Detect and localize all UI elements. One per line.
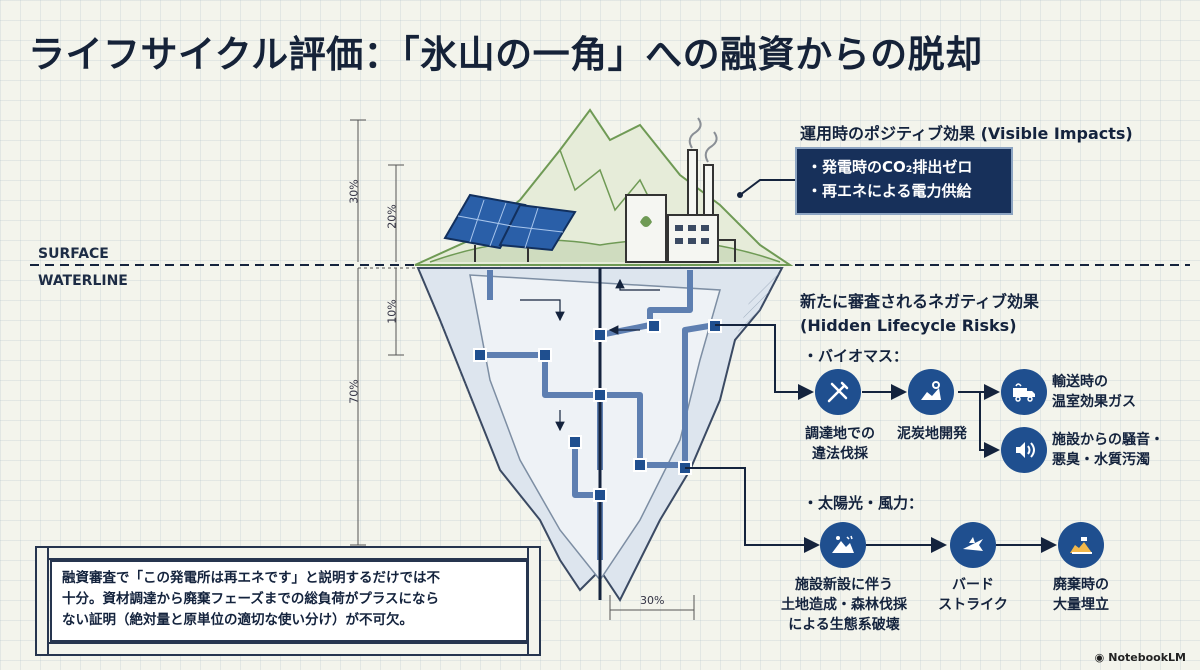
biomass-label: ・バイオマス： <box>803 347 909 365</box>
visible-impacts-box: ・発電時のCO₂排出ゼロ ・再エネによる電力供給 <box>795 147 1013 215</box>
brand-logo: ◉ NotebookLM <box>1094 651 1186 664</box>
dimension-lines <box>350 119 695 620</box>
surface-label: SURFACE <box>38 246 109 262</box>
visible-impacts-heading: 運用時のポジティブ効果 (Visible Impacts) <box>800 124 1133 143</box>
pct-label: 70% <box>347 379 361 404</box>
node-caption: 調達地での 違法伐採 <box>805 426 875 462</box>
landslide-icon <box>820 522 866 568</box>
pct-label: 30% <box>640 594 665 607</box>
node-caption: 輸送時の 温室効果ガス <box>1052 374 1136 410</box>
saw-tree-icon <box>815 369 861 415</box>
power-plant-icon <box>625 117 736 263</box>
node-caption: 施設新設に伴う 土地造成・森林伐採 による生態系破壊 <box>781 577 907 633</box>
notebooklm-icon: ◉ <box>1094 651 1105 664</box>
visible-item: ・発電時のCO₂排出ゼロ <box>807 158 973 176</box>
solar-wind-label: ・太陽光・風力： <box>803 494 924 512</box>
pct-label: 10% <box>385 299 399 324</box>
pct-label: 20% <box>385 204 399 229</box>
node-caption: バード ストライク <box>938 577 1008 613</box>
peat-map-icon <box>908 369 954 415</box>
note-line: 十分。資材調達から廃棄フェーズまでの総負荷がプラスになら <box>62 591 440 607</box>
landfill-icon <box>1058 522 1104 568</box>
note-line: ない証明（絶対量と原単位の適切な使い分け）が不可欠。 <box>62 612 413 628</box>
bird-strike-icon <box>950 522 996 568</box>
hidden-risks-heading: 新たに審査されるネガティブ効果 (Hidden Lifecycle Risks) <box>800 292 1040 335</box>
truck-icon <box>1001 369 1047 415</box>
pct-label: 30% <box>347 179 361 204</box>
page-title: ライフサイクル評価：「氷山の一角」への融資からの脱却 <box>28 33 983 76</box>
pipe-network <box>480 268 716 600</box>
speaker-icon <box>1001 427 1047 473</box>
note-line: 融資審査で「この発電所は再エネです」と説明するだけでは不 <box>62 570 440 586</box>
node-caption: 泥炭地開発 <box>897 426 967 442</box>
note-box: 融資審査で「この発電所は再エネです」と説明するだけでは不 十分。資材調達から廃棄… <box>50 560 528 642</box>
visible-item: ・再エネによる電力供給 <box>807 182 972 200</box>
node-caption: 施設からの騒音・ 悪臭・水質汚濁 <box>1052 432 1164 468</box>
node-caption: 廃棄時の 大量埋立 <box>1053 577 1109 613</box>
waterline-label: WATERLINE <box>38 273 128 289</box>
solar-panel-icon <box>443 193 577 262</box>
